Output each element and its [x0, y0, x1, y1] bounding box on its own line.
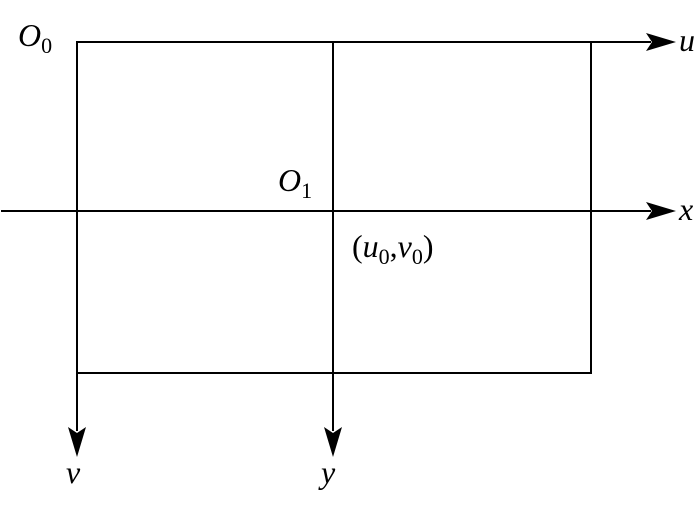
origin-o0-label: O0: [18, 17, 52, 58]
v-axis-arrowhead: [68, 427, 86, 457]
y-axis-arrowhead: [324, 427, 342, 457]
u-axis-label: u: [679, 22, 695, 58]
principal-point-label: (u0,v0): [352, 228, 434, 269]
y-axis-label: y: [318, 454, 336, 490]
v-axis-label: v: [66, 454, 81, 490]
x-axis-arrowhead: [646, 202, 676, 220]
x-axis-label: x: [678, 191, 693, 227]
u-axis-arrowhead: [646, 33, 676, 51]
origin-o1-label: O1: [278, 162, 312, 203]
